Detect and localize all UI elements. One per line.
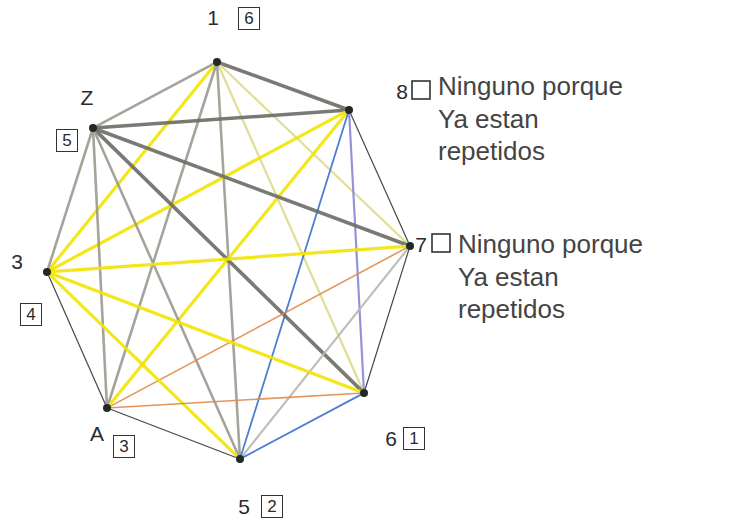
box-number: 6 (244, 10, 253, 27)
graph-vertex: 7 (406, 242, 414, 250)
vertex-label: 8 (396, 81, 408, 102)
box-number: 4 (26, 306, 35, 323)
empty-box (412, 81, 430, 99)
box-number: 2 (267, 498, 276, 515)
vertex-label: 3 (11, 251, 23, 272)
vertex-label: A (90, 423, 104, 444)
handwritten-note: Ninguno porque Ya estan repetidos (458, 228, 663, 326)
graph-vertex: 5 (236, 455, 244, 463)
graph-edge (365, 250, 408, 389)
graph-edge (111, 248, 406, 406)
number-box: 3 (113, 435, 135, 458)
box-number: 5 (62, 132, 71, 149)
number-box: 2 (261, 495, 283, 518)
graph-vertex: A (103, 404, 111, 412)
graph-edge (108, 66, 215, 404)
graph-edge (51, 276, 236, 455)
graph-vertex: 8 (345, 106, 353, 114)
handwritten-note: Ninguno porque Ya estan repetidos (438, 70, 643, 168)
graph-edge (97, 64, 213, 126)
number-box: 6 (238, 7, 260, 30)
graph-edge (241, 114, 348, 455)
graph-edge (48, 132, 91, 268)
graph-vertex: Z (89, 124, 97, 132)
graph-edge (51, 246, 406, 271)
vertex-label: 1 (207, 7, 219, 28)
graph-vertex: 1 (213, 58, 221, 66)
graph-edge (97, 110, 345, 127)
box-number: 3 (119, 438, 128, 455)
vertex-label: 7 (415, 234, 427, 255)
edge-group (48, 63, 408, 457)
graph-edge (111, 393, 360, 408)
graph-edge (244, 395, 360, 457)
empty-box (432, 234, 450, 252)
vertex-label: 6 (385, 428, 397, 449)
graph-edge (51, 274, 360, 392)
graph-edge (351, 114, 408, 242)
graph-vertex: 3 (43, 268, 51, 276)
graph-edge (221, 63, 345, 108)
number-box: 5 (56, 129, 78, 152)
graph-edge (49, 276, 105, 404)
graph-vertex: 6 (360, 389, 368, 397)
graph-edge (95, 132, 238, 455)
vertex-label: 5 (238, 496, 250, 517)
number-box: 1 (403, 427, 425, 450)
graph-edge (111, 410, 236, 458)
vertex-label: Z (81, 87, 94, 108)
graph-edge (243, 250, 407, 455)
number-box: 4 (20, 303, 42, 326)
box-number: 1 (409, 430, 418, 447)
graph-edge (97, 129, 406, 244)
